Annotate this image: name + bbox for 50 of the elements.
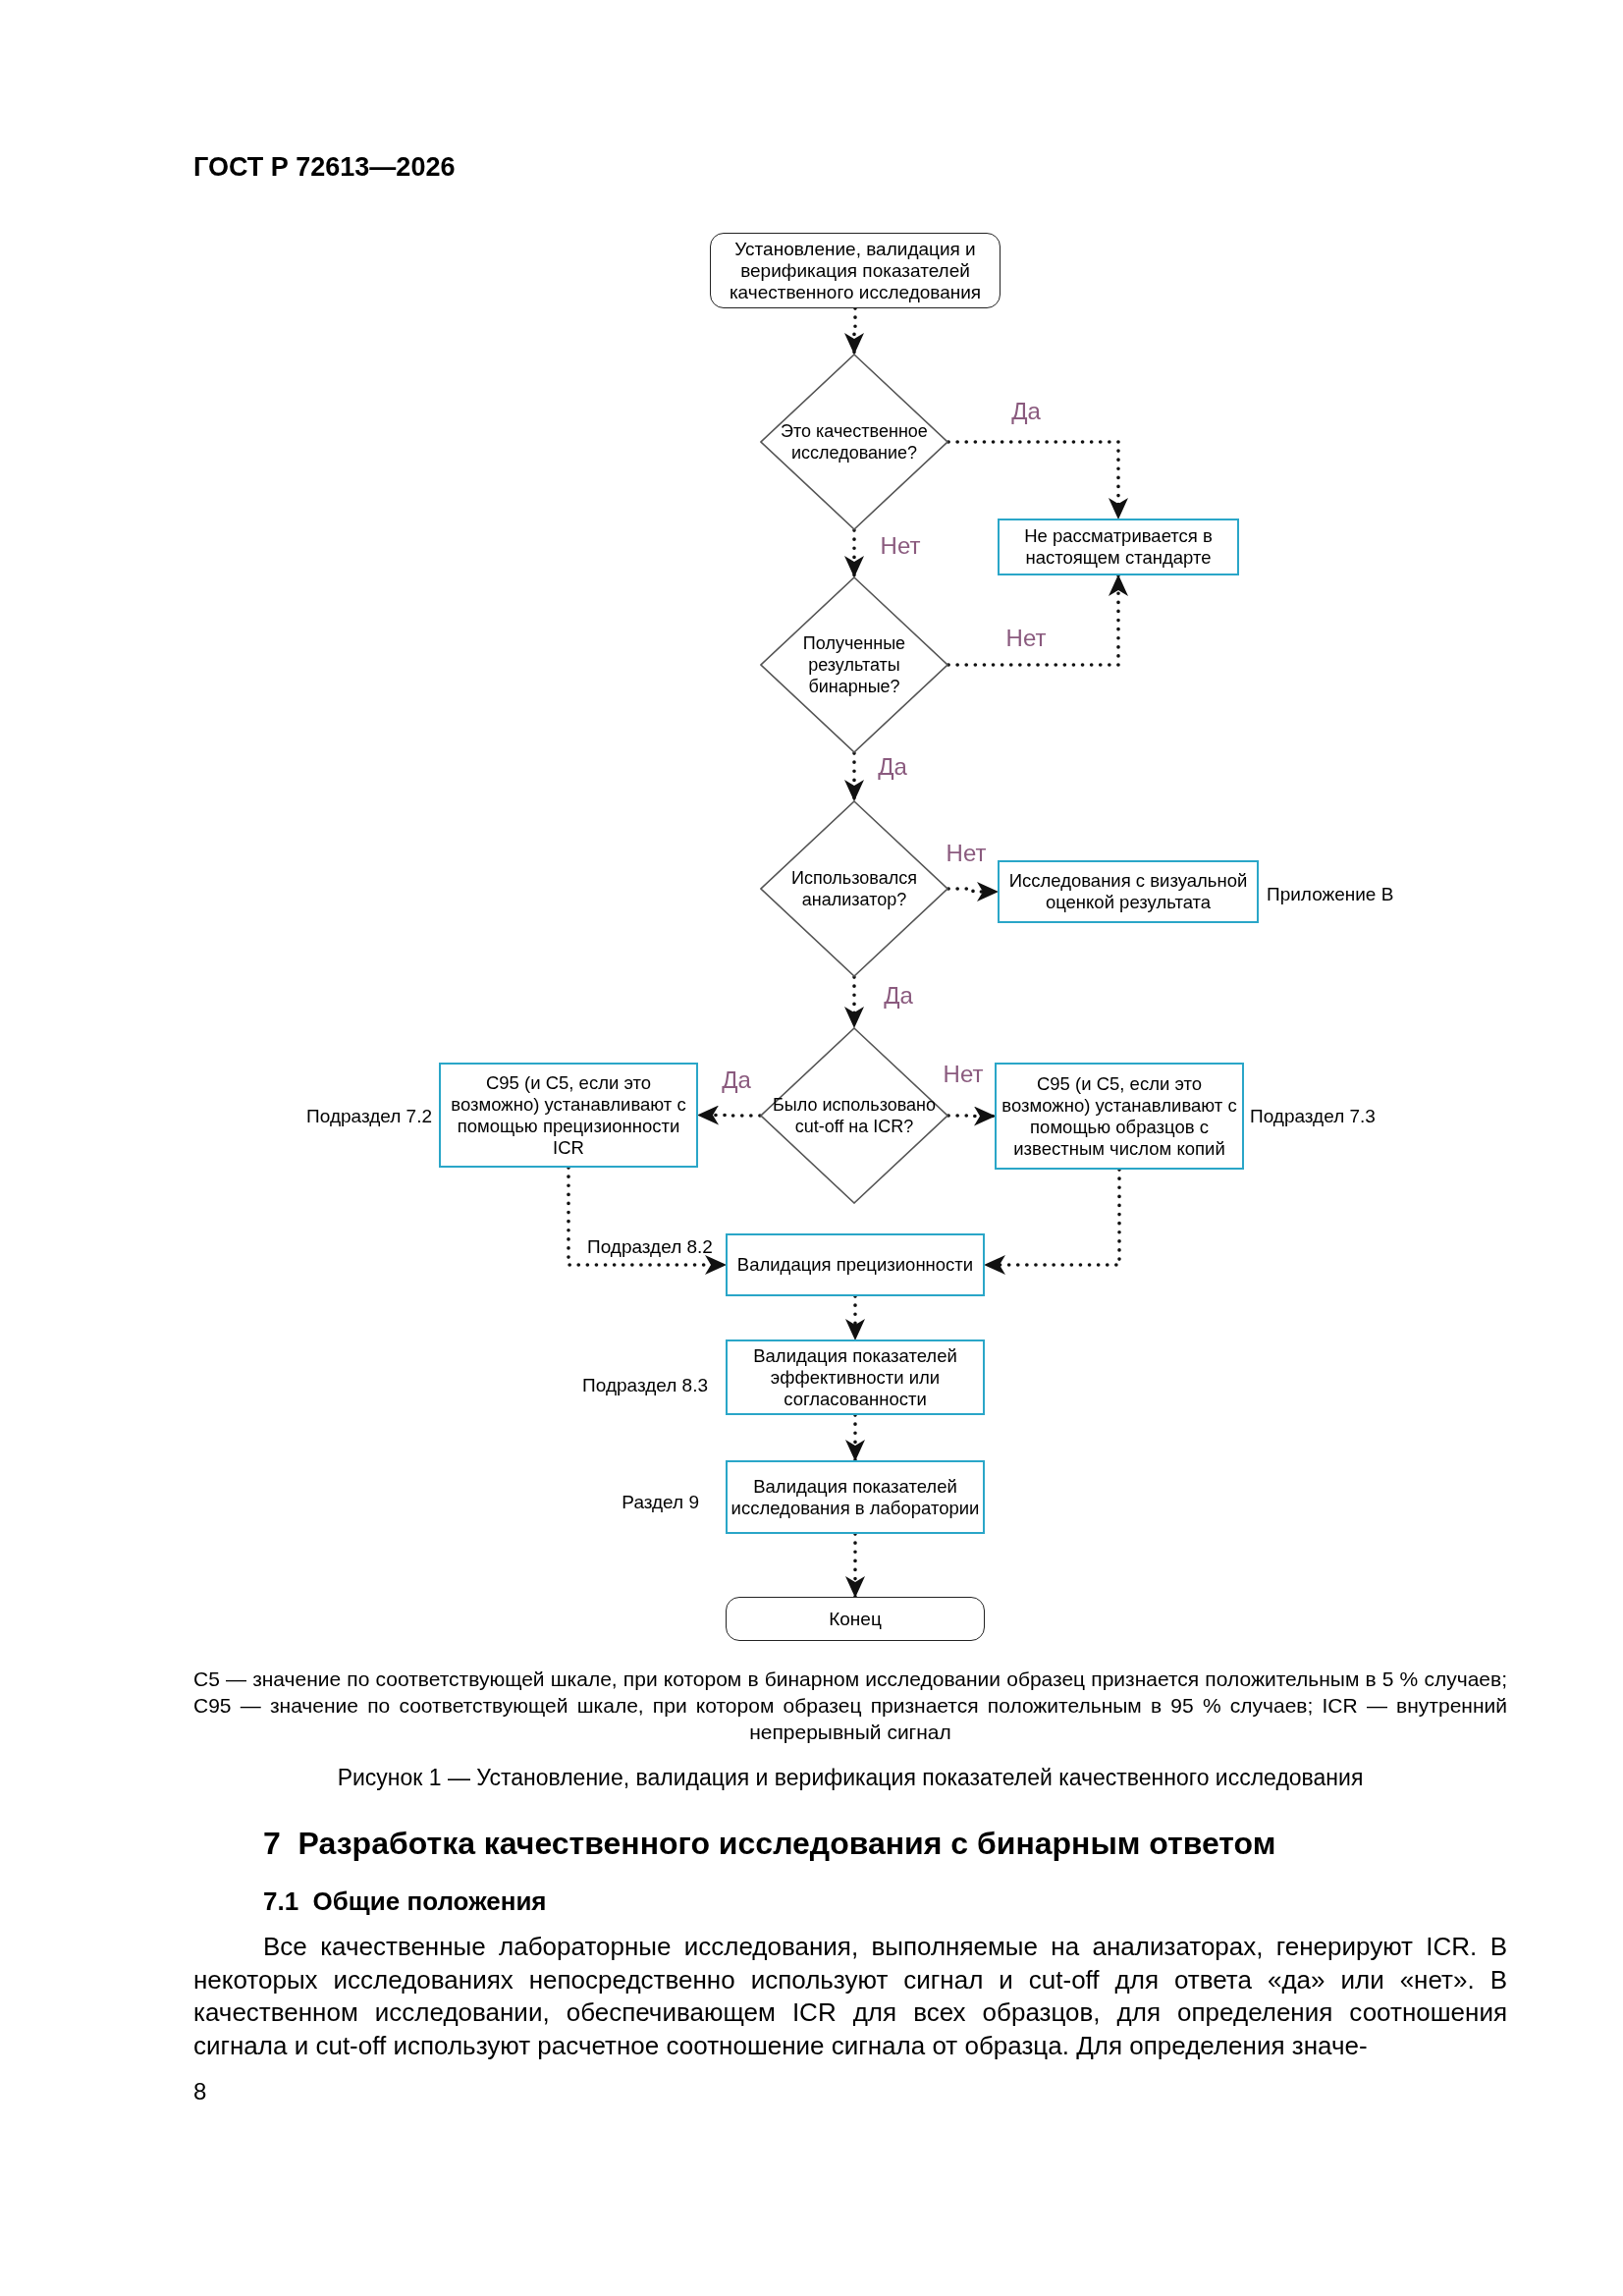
section-reference: Подраздел 8.3 <box>582 1374 708 1397</box>
dotted-arrow <box>947 440 1128 520</box>
dotted-arrow <box>947 574 1128 667</box>
section-heading: 7 Разработка качественного исследования с бинарным ответом <box>263 1825 1276 1863</box>
dotted-arrow <box>845 1532 865 1599</box>
dotted-arrow <box>845 1294 865 1341</box>
decision-diamond <box>760 576 948 753</box>
node-text: Установление, валидация и верификация показателей качественного исследования <box>728 238 983 303</box>
section-reference: Приложение В <box>1267 883 1394 906</box>
figure-caption: Рисунок 1 — Установление, валидация и верификация показателей качественного исследования <box>336 1764 1365 1792</box>
node-text: Исследования с визуальной оценкой результата <box>1007 870 1249 913</box>
process-box <box>998 519 1239 575</box>
node-text: Это качественное исследование? <box>780 420 929 464</box>
dotted-arrow <box>947 882 1000 902</box>
process-box <box>998 860 1259 923</box>
terminal-box <box>710 233 1001 308</box>
node-text: C95 (и C5, если это возможно) устанавливают с помощью образцов с известным числом копий <box>1001 1072 1238 1160</box>
node-text: Не рассматривается в настоящем стандарте <box>1023 525 1214 569</box>
node-text: Валидация прецизионности <box>736 1254 974 1276</box>
dotted-arrow <box>947 1106 997 1126</box>
process-box <box>995 1063 1244 1170</box>
process-box <box>726 1460 985 1534</box>
node-text: Валидация показателей исследования в лаборатории <box>730 1475 980 1519</box>
node-text: Было использовано cut-off на ICR? <box>771 1094 938 1137</box>
section-reference: Раздел 9 <box>622 1491 699 1514</box>
page-header: ГОСТ Р 72613—2026 <box>193 151 456 184</box>
process-box <box>726 1233 985 1296</box>
body-paragraph: Все качественные лабораторные исследования, выполняемые на анализаторах, генерируют ICR. В некоторых исследованиях непосредственно используют сигнал и cut-off для ответа «да» или «нет». В качественном исследовании, обеспечивающем ICR для всех образцов, для определения соотношения сигнала и cut-off используют расчетное соотношение сигнала от образца. Для определения значе- <box>193 1931 1507 2062</box>
dotted-arrow <box>844 306 864 355</box>
page-number: 8 <box>193 2077 207 2106</box>
process-box <box>439 1063 698 1168</box>
decision-diamond <box>760 800 948 977</box>
section-reference: Подраздел 7.2 <box>306 1105 432 1128</box>
process-box <box>726 1339 985 1415</box>
subsection-heading: 7.1 Общие положения <box>263 1886 547 1918</box>
decision-diamond <box>760 354 948 530</box>
node-text: Использовался анализатор? <box>790 867 918 910</box>
node-text: Валидация показателей эффективности или согласованности <box>752 1344 958 1410</box>
dotted-arrow <box>567 1166 728 1275</box>
section-reference: Подраздел 7.3 <box>1250 1105 1376 1128</box>
terminal-box <box>726 1597 985 1641</box>
figure-note: C5 — значение по соответствующей шкале, при котором в бинарном исследовании образец признается положительным в 5 % случаев; C95 — значение по соответствующей шкале, при котором образец признается положительным в 95 % случаев; ICR — внутренний непрерывный сигнал <box>193 1667 1507 1745</box>
dotted-arrow <box>844 975 864 1029</box>
section-reference: Подраздел 8.2 <box>587 1235 713 1259</box>
dotted-arrow <box>845 1413 865 1462</box>
dotted-arrow <box>844 528 864 578</box>
node-text: Конец <box>829 1608 882 1630</box>
node-text: Полученные результаты бинарные? <box>801 632 907 697</box>
dotted-arrow <box>844 751 864 802</box>
node-text: C95 (и C5, если это возможно) устанавливают с помощью прецизионности ICR <box>450 1071 687 1159</box>
